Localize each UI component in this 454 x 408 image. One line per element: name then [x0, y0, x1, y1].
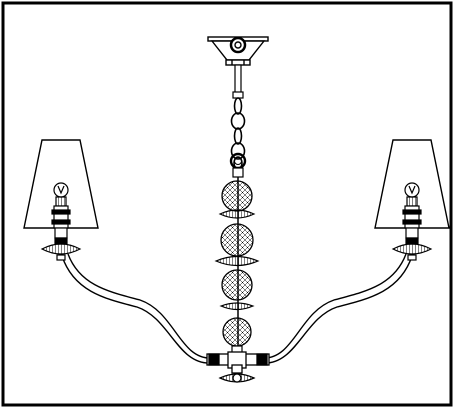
right-drip-pan	[391, 237, 433, 261]
right-candle-socket	[402, 205, 422, 239]
left-lamp-shade	[23, 139, 99, 229]
crystal-disc-2	[214, 255, 260, 267]
bead-sphere-3	[221, 269, 253, 301]
left-candle-socket	[51, 205, 71, 239]
ceiling-rod	[232, 64, 244, 99]
crystal-disc-1	[218, 209, 256, 219]
crystal-disc-3	[219, 302, 255, 311]
hook-ring	[229, 152, 247, 170]
bead-sphere-4	[222, 317, 252, 347]
right-arm	[261, 253, 413, 364]
central-hub	[206, 351, 270, 383]
left-drip-pan	[40, 237, 82, 261]
chain	[230, 97, 246, 170]
hook-cap	[232, 167, 244, 178]
right-lamp-shade	[374, 139, 450, 229]
left-arm	[61, 253, 213, 364]
bead-sphere-2	[220, 223, 254, 257]
ceiling-canopy	[207, 36, 269, 66]
bead-sphere-1	[221, 180, 253, 212]
